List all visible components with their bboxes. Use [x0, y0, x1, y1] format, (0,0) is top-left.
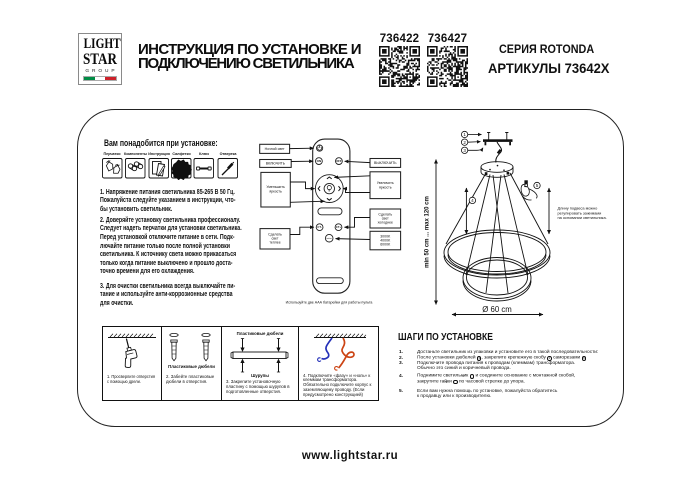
- svg-text:Сделать: Сделать: [378, 213, 392, 217]
- svg-text:Длину подвеса можно: Длину подвеса можно: [558, 206, 598, 211]
- svg-text:ВКЛЮЧИТЬ: ВКЛЮЧИТЬ: [266, 162, 286, 166]
- svg-text:2: 2: [463, 140, 466, 145]
- svg-text:яркость: яркость: [269, 190, 282, 194]
- svg-text:теплее: теплее: [269, 240, 280, 244]
- svg-text:button: button: [327, 237, 332, 240]
- svg-text:ON: ON: [317, 159, 322, 163]
- svg-text:Уменьшить: Уменьшить: [266, 185, 285, 189]
- svg-text:Отвертка: Отвертка: [220, 152, 238, 156]
- svg-text:CT+: CT+: [336, 225, 342, 229]
- svg-text:CT-: CT-: [317, 225, 321, 229]
- svg-text:Перчатки: Перчатки: [104, 152, 122, 156]
- svg-text:Ø 60 cm: Ø 60 cm: [482, 305, 511, 314]
- svg-text:1: 1: [463, 132, 466, 137]
- svg-text:ВЫКЛЮЧИТЬ: ВЫКЛЮЧИТЬ: [374, 161, 397, 165]
- svg-text:6000K: 6000K: [380, 243, 391, 247]
- svg-text:3000K: 3000K: [380, 235, 391, 239]
- svg-text:регулировать зажимами: регулировать зажимами: [558, 210, 602, 215]
- svg-text:4000K: 4000K: [380, 239, 391, 243]
- svg-text:свет: свет: [382, 217, 389, 221]
- svg-text:яркость: яркость: [379, 185, 392, 189]
- svg-text:свет: свет: [271, 236, 278, 240]
- svg-text:Используйте две ААА батарейки: Используйте две ААА батарейки для работы…: [286, 301, 373, 305]
- svg-text:Ключ: Ключ: [199, 152, 209, 156]
- svg-text:5: 5: [536, 183, 539, 188]
- svg-text:Компоненты: Компоненты: [124, 152, 147, 156]
- svg-text:Увеличить: Увеличить: [377, 181, 394, 185]
- svg-text:Ночной свет: Ночной свет: [265, 147, 285, 151]
- svg-text:4: 4: [471, 198, 474, 203]
- svg-text:на основании светильника.: на основании светильника.: [558, 215, 607, 220]
- svg-text:Инструкция: Инструкция: [148, 152, 170, 156]
- svg-text:холоднее: холоднее: [378, 221, 393, 225]
- svg-text:Салфетки: Салфетки: [172, 152, 191, 156]
- svg-text:3: 3: [463, 148, 466, 153]
- svg-text:Сделать: Сделать: [268, 232, 282, 236]
- svg-text:OFF: OFF: [336, 159, 342, 163]
- svg-text:min 50 cm ... max 120 cm: min 50 cm ... max 120 cm: [425, 196, 431, 268]
